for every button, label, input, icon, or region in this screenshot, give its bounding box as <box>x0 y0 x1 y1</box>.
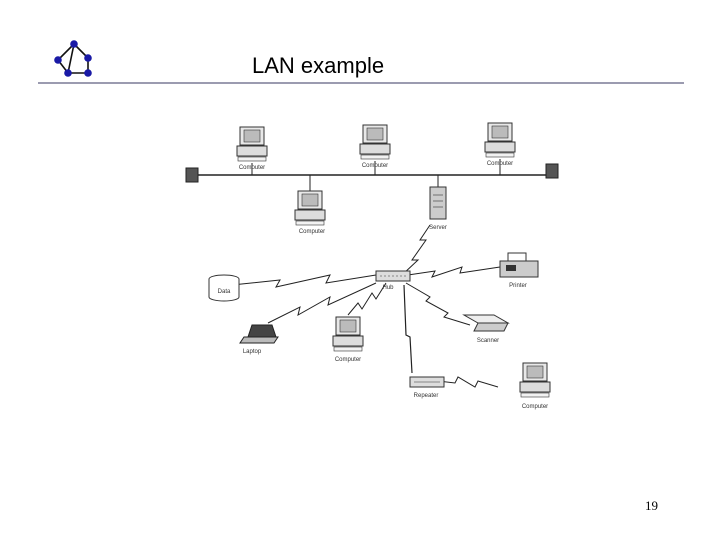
page-number: 19 <box>645 498 658 513</box>
wireless-link <box>267 282 377 324</box>
printer-label: Printer <box>509 283 527 289</box>
network-graph-icon <box>54 40 92 77</box>
computer-node <box>484 122 516 158</box>
server-icon <box>429 186 447 220</box>
server-label: Server <box>429 225 447 231</box>
bus-terminator <box>185 167 199 183</box>
repeater-icon <box>409 376 445 388</box>
computer-label: Computer <box>487 161 513 167</box>
bus-terminator <box>545 163 559 179</box>
logo-node <box>54 56 62 64</box>
cable-link <box>403 284 413 374</box>
wireless-link <box>405 282 471 326</box>
lan-diagram: Computer Computer Computer Computer Serv… <box>185 122 559 410</box>
logo-node <box>64 69 72 77</box>
computer-node <box>236 126 268 162</box>
laptop-icon <box>239 324 279 344</box>
logo-node <box>84 54 92 62</box>
computer-label: Computer <box>362 163 388 169</box>
database-icon <box>208 274 240 302</box>
computer-node <box>359 124 391 160</box>
slide-title: LAN example <box>252 53 385 78</box>
data-label: Data <box>218 289 231 295</box>
scanner-icon <box>462 314 510 332</box>
repeater-label: Repeater <box>414 393 439 399</box>
wireless-link <box>437 376 499 388</box>
logo-node <box>84 69 92 77</box>
wireless-link <box>231 274 377 288</box>
hub-icon <box>375 270 411 282</box>
computer-node <box>294 190 326 226</box>
computer-label: Computer <box>522 404 548 410</box>
title-divider <box>38 82 684 84</box>
laptop-label: Laptop <box>243 349 262 355</box>
scanner-label: Scanner <box>477 338 499 344</box>
wireless-link <box>407 266 501 278</box>
printer-icon <box>499 252 539 278</box>
wireless-link <box>347 282 387 316</box>
hub-label: Hub <box>382 285 394 291</box>
computer-node <box>332 316 364 352</box>
computer-node <box>519 362 551 398</box>
wireless-link <box>401 224 431 276</box>
logo-node <box>70 40 78 48</box>
computer-label: Computer <box>239 165 265 171</box>
computer-label: Computer <box>299 229 325 235</box>
computer-label: Computer <box>335 357 361 363</box>
